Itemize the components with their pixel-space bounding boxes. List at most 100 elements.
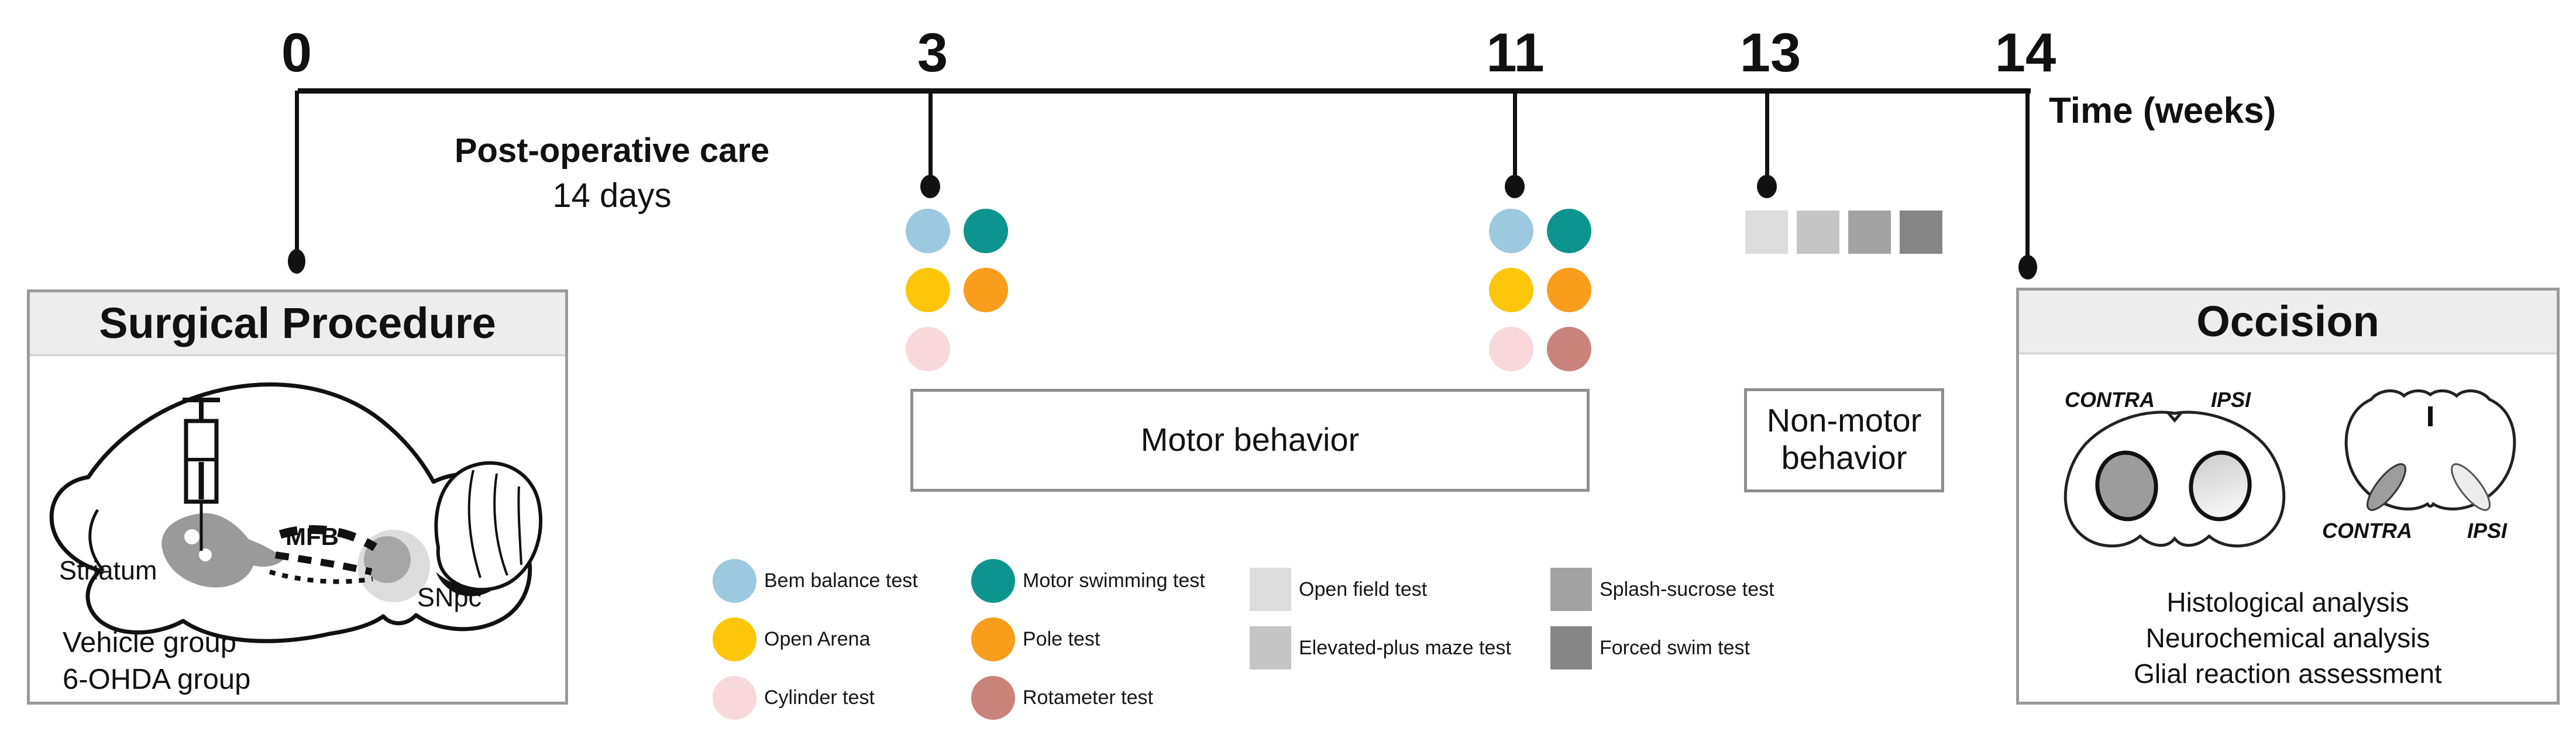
ipsi-label-right-section: IPSI: [2467, 519, 2508, 543]
week-label-3: 3: [917, 22, 948, 83]
non-motor-behavior-box: Non-motor behavior: [1744, 388, 1944, 492]
circle-swatch-icon: [713, 617, 756, 661]
test-marker-dot-rose: [1547, 327, 1591, 371]
time-axis-label: Time (weeks): [2049, 91, 2276, 131]
legend-label: Rotameter test: [1023, 686, 1153, 709]
timeline-tick-week0: [295, 91, 299, 252]
legend-label: Forced swim test: [1600, 636, 1750, 659]
week3-test-dots: [906, 209, 1011, 396]
square-swatch-icon: [1250, 568, 1291, 611]
week-label-14: 14: [1994, 22, 2056, 83]
coronal-section-midbrain: [2344, 389, 2516, 511]
circle-swatch-icon: [971, 617, 1015, 661]
test-marker-dot-pink: [906, 327, 950, 371]
legend-label: Motor swimming test: [1023, 569, 1205, 592]
test-marker-dot-orange: [964, 268, 1008, 312]
non-motor-line1: Non-motor: [1766, 402, 1922, 439]
striatum-label: Striatum: [59, 555, 157, 585]
test-marker-square-gray_lightest: [1745, 211, 1788, 254]
legend-label: Cylinder test: [764, 686, 875, 709]
circle-swatch-icon: [713, 558, 756, 603]
test-marker-dot-teal: [1547, 209, 1591, 253]
circle-swatch-icon: [971, 558, 1015, 603]
tick-end-dot: [288, 249, 305, 274]
test-marker-dot-light_blue: [1489, 209, 1533, 253]
legend-label: Elevated-plus maze test: [1299, 636, 1511, 659]
occision-panel: Occision CONTRA IPSI: [2016, 288, 2560, 705]
contra-label-right-section: CONTRA: [2322, 519, 2412, 543]
legend-item: Open field test: [1250, 568, 1511, 611]
snpc-core: [364, 536, 411, 583]
circle-swatch-icon: [713, 675, 756, 720]
surgical-procedure-panel: Surgical Procedure: [27, 289, 568, 705]
test-marker-dot-orange: [1547, 268, 1591, 312]
ohda-group-line: 6-OHDA group: [63, 664, 251, 695]
test-marker-dot-pink: [1489, 327, 1533, 371]
occision-title: Occision: [2019, 291, 2557, 354]
week-label-11: 11: [1486, 22, 1545, 83]
legend-label: Open field test: [1299, 578, 1428, 601]
legend-item: Elevated-plus maze test: [1250, 626, 1511, 670]
test-marker-dot-light_blue: [906, 209, 950, 253]
legend-item: Open Arena: [713, 617, 918, 661]
coronal-section-striatum: [2063, 410, 2286, 548]
week-label-13: 13: [1739, 22, 1801, 83]
legend-item: Bem balance test: [713, 558, 918, 603]
week11-test-dots: [1489, 209, 1594, 396]
legend-label: Pole test: [1023, 627, 1100, 650]
non-motor-line2: behavior: [1781, 439, 1907, 476]
legend-item: Pole test: [971, 617, 1205, 661]
mfb-tract-upper: [278, 525, 377, 551]
legend-label: Bem balance test: [764, 569, 918, 592]
timeline-tick-week11: [1513, 91, 1517, 178]
post-operative-care-duration: 14 days: [552, 177, 672, 215]
test-marker-square-gray_light: [1797, 211, 1839, 254]
ipsi-snpc-wing: [2451, 463, 2491, 511]
legend-item: Rotameter test: [971, 675, 1205, 720]
square-swatch-icon: [1250, 626, 1291, 670]
test-marker-dot-yellow: [1489, 268, 1533, 312]
legend-label: Splash-sucrose test: [1600, 578, 1774, 601]
legend-item: Forced swim test: [1550, 626, 1774, 670]
test-marker-square-gray_medium: [1848, 211, 1891, 254]
syringe-icon: [183, 398, 220, 551]
timeline-axis: [298, 88, 2031, 94]
experimental-groups: Vehicle group 6-OHDA group: [63, 624, 250, 698]
week13-test-squares: [1745, 211, 1956, 254]
post-operative-care-note: Post-operative care 14 days: [436, 131, 787, 215]
timeline-tick-week3: [928, 91, 933, 178]
motor-behavior-box: Motor behavior: [910, 389, 1590, 492]
test-marker-square-gray_dark: [1900, 211, 1942, 254]
circle-swatch-icon: [971, 675, 1015, 720]
ipsi-striatum-blob: [2189, 450, 2252, 522]
tick-end-dot: [1757, 175, 1777, 198]
snpc-label: SNpc: [417, 582, 482, 612]
analysis-line: Neurochemical analysis: [2145, 623, 2430, 653]
timeline-tick-week14: [2025, 91, 2030, 258]
analysis-line: Glial reaction assessment: [2134, 658, 2442, 689]
tick-end-dot: [1505, 175, 1525, 198]
contra-striatum-blob: [2095, 450, 2158, 522]
legend-item: Cylinder test: [713, 675, 918, 720]
analysis-list: Histological analysis Neurochemical anal…: [2019, 585, 2557, 692]
legend-label: Open Arena: [764, 627, 871, 650]
post-operative-care-title: Post-operative care: [454, 132, 770, 170]
legend-item: Motor swimming test: [971, 558, 1205, 603]
contra-snpc-wing: [2367, 463, 2406, 511]
ipsi-label-left-section: IPSI: [2211, 388, 2251, 412]
square-swatch-icon: [1550, 626, 1592, 670]
surgical-procedure-title: Surgical Procedure: [30, 292, 565, 356]
mfb-label: MFB: [286, 523, 339, 550]
test-marker-dot-teal: [964, 209, 1008, 253]
square-swatch-icon: [1550, 568, 1592, 611]
timeline-tick-week13: [1765, 91, 1769, 178]
week-label-0: 0: [281, 22, 312, 83]
rat-brain-sagittal-illustration: [49, 382, 543, 643]
test-marker-dot-yellow: [906, 268, 950, 312]
vehicle-group-line: Vehicle group: [63, 627, 236, 658]
analysis-line: Histological analysis: [2166, 587, 2409, 617]
